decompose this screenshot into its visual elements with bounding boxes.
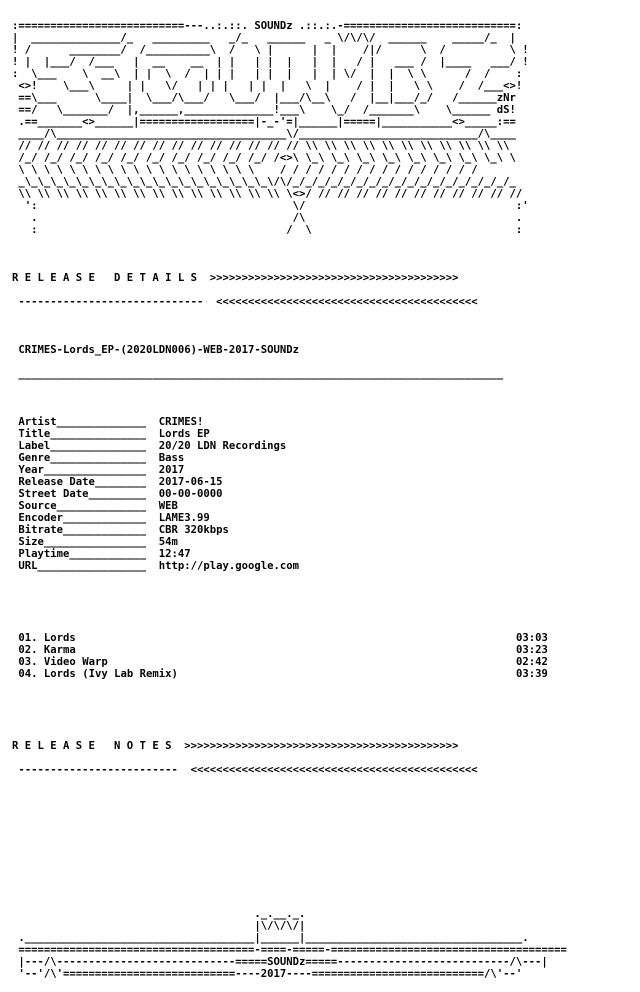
release-field-value: CRIMES! xyxy=(158,416,204,428)
release-notes-underline: ------------------------- <<<<<<<<<<<<<<… xyxy=(12,764,478,776)
release-field-key: URL xyxy=(18,560,38,572)
release-name: CRIMES-Lords_EP-(2020LDN006)-WEB-2017-SO… xyxy=(12,344,567,356)
footer-year: 2017 xyxy=(260,968,287,980)
release-field-row: Title_______________ Lords EP xyxy=(12,428,567,440)
release-details-underline: ----------------------------- <<<<<<<<<<… xyxy=(12,296,478,308)
release-field-leader: ________________ xyxy=(43,464,159,476)
release-field-row: Playtime____________ 12:47 xyxy=(12,548,567,560)
release-field-row: Source______________ WEB xyxy=(12,500,567,512)
release-field-key: Source xyxy=(18,500,57,512)
release-field-leader: _____________ xyxy=(63,524,159,536)
track-title-cell: 01. Lords xyxy=(12,632,516,644)
release-field-value: Lords EP xyxy=(158,428,210,440)
release-notes-title: R E L E A S E N O T E S xyxy=(12,740,172,752)
release-field-key: Year xyxy=(18,464,44,476)
release-field-key: Playtime xyxy=(18,548,70,560)
release-field-row: Encoder_____________ LAME3.99 xyxy=(12,512,567,524)
release-field-leader: ________________ xyxy=(43,536,159,548)
track-number: 03. xyxy=(18,656,38,668)
release-field-row: Genre_______________ Bass xyxy=(12,452,567,464)
track-title-cell: 02. Karma xyxy=(12,644,516,656)
release-field-key: Artist xyxy=(18,416,57,428)
track-duration: 03:39 xyxy=(516,668,548,680)
release-field-value: 20/20 LDN Recordings xyxy=(158,440,287,452)
release-field-value: Bass xyxy=(158,452,185,464)
release-field-row: Label_______________ 20/20 LDN Recording… xyxy=(12,440,567,452)
release-details-title: R E L E A S E D E T A I L S xyxy=(12,272,197,284)
release-field-key: Street Date xyxy=(18,488,89,500)
track-title: Lords (Ivy Lab Remix) xyxy=(43,668,178,680)
release-field-value: 54m xyxy=(158,536,178,548)
track-title-cell: 04. Lords (Ivy Lab Remix) xyxy=(12,668,516,680)
ascii-logo-banner: :==========================---..:.::. SO… xyxy=(12,20,529,236)
release-field-value: 2017 xyxy=(158,464,185,476)
track-title: Karma xyxy=(43,644,76,656)
release-field-value: 00-00-0000 xyxy=(158,488,223,500)
track-number: 01. xyxy=(18,632,38,644)
release-field-value: WEB xyxy=(158,500,178,512)
release-field-row: Artist______________ CRIMES! xyxy=(12,416,567,428)
track-number: 04. xyxy=(18,668,38,680)
release-field-value: http://play.google.com xyxy=(158,560,300,572)
ascii-footer: ._.__._. |\/\/\/| ._____________________… xyxy=(18,908,567,980)
release-field-value: 2017-06-15 xyxy=(158,476,223,488)
release-field-row: Street Date_________ 00-00-0000 xyxy=(12,488,567,500)
release-field-row: Release Date________ 2017-06-15 xyxy=(12,476,567,488)
release-details-header: R E L E A S E D E T A I L S >>>>>>>>>>>>… xyxy=(12,272,459,284)
track-duration: 03:23 xyxy=(516,644,548,656)
release-fields: Artist______________ CRIMES! Title______… xyxy=(12,416,567,572)
release-field-leader: _______________ xyxy=(50,452,159,464)
release-field-leader: _____________ xyxy=(63,512,159,524)
track-duration: 02:42 xyxy=(516,656,548,668)
track-duration: 03:03 xyxy=(516,632,548,644)
release-field-leader: _______________ xyxy=(50,428,159,440)
release-field-row: URL_________________ http://play.google.… xyxy=(12,560,567,572)
release-field-key: Bitrate xyxy=(18,524,64,536)
release-field-row: Bitrate_____________ CBR 320kbps xyxy=(12,524,567,536)
release-notes-header: R E L E A S E N O T E S >>>>>>>>>>>>>>>>… xyxy=(12,740,459,752)
track-title-cell: 03. Video Warp xyxy=(12,656,516,668)
release-field-leader: _________ xyxy=(88,488,159,500)
track-row: 04. Lords (Ivy Lab Remix)03:39 xyxy=(12,668,567,680)
release-field-leader: ______________ xyxy=(56,416,159,428)
nfo-document: :==========================---..:.::. SO… xyxy=(12,8,567,992)
release-field-leader: ________ xyxy=(94,476,159,488)
release-field-value: 12:47 xyxy=(158,548,191,560)
release-field-key: Genre xyxy=(18,452,51,464)
release-field-leader: _________________ xyxy=(37,560,159,572)
release-field-row: Year________________ 2017 xyxy=(12,464,567,476)
release-name-underline: ________________________________________… xyxy=(12,368,504,380)
track-title: Video Warp xyxy=(43,656,108,668)
release-name-text: CRIMES-Lords_EP-(2020LDN006)-WEB-2017-SO… xyxy=(18,344,300,356)
release-field-key: Title xyxy=(18,428,51,440)
release-field-value: CBR 320kbps xyxy=(158,524,229,536)
release-field-key: Size xyxy=(18,536,44,548)
release-field-value: LAME3.99 xyxy=(158,512,210,524)
track-number: 02. xyxy=(18,644,38,656)
banner-group-name: SOUNDz xyxy=(254,20,293,32)
release-field-key: Release Date xyxy=(18,476,95,488)
release-field-leader: ____________ xyxy=(69,548,159,560)
release-field-leader: _______________ xyxy=(50,440,159,452)
footer-group-name: SOUNDz xyxy=(267,956,306,968)
release-field-row: Size________________ 54m xyxy=(12,536,567,548)
track-title: Lords xyxy=(43,632,76,644)
release-field-key: Encoder xyxy=(18,512,64,524)
release-field-key: Label xyxy=(18,440,51,452)
release-field-leader: ______________ xyxy=(56,500,159,512)
